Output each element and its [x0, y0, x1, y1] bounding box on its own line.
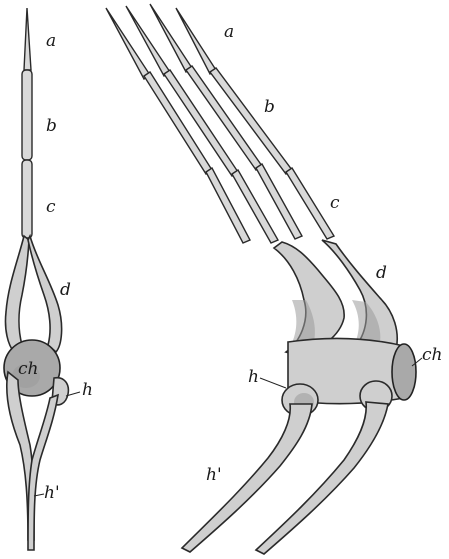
right-labels: a b c d ch h h': [206, 22, 442, 485]
right-label-d: d: [376, 263, 387, 283]
left-label-ch: ch: [18, 359, 38, 379]
left-label-d: d: [60, 280, 71, 300]
left-segment-a: [24, 8, 31, 70]
left-label-a: a: [46, 31, 56, 51]
left-lower-arm-right: [28, 395, 58, 550]
left-upper-arm-right: [28, 236, 62, 352]
left-label-h-prime: h': [44, 483, 60, 503]
left-segment-b: [22, 70, 32, 160]
left-label-h: h: [82, 380, 93, 400]
right-label-h-prime: h': [206, 465, 222, 485]
right-label-h: h: [248, 367, 259, 387]
left-fin-ray-front-view: [4, 8, 68, 550]
right-label-b: b: [264, 97, 275, 117]
right-lower-bone-right: [256, 402, 388, 554]
left-label-b: b: [46, 116, 57, 136]
right-fin-rays: [106, 4, 334, 243]
right-label-a: a: [224, 22, 234, 42]
left-segment-c: [22, 160, 32, 238]
left-upper-arm-left: [5, 236, 29, 352]
right-cartilage-ch: [392, 344, 416, 400]
right-joint-structure: [182, 240, 416, 554]
right-label-ch: ch: [422, 345, 442, 365]
right-label-c: c: [330, 193, 340, 213]
left-label-c: c: [46, 197, 56, 217]
